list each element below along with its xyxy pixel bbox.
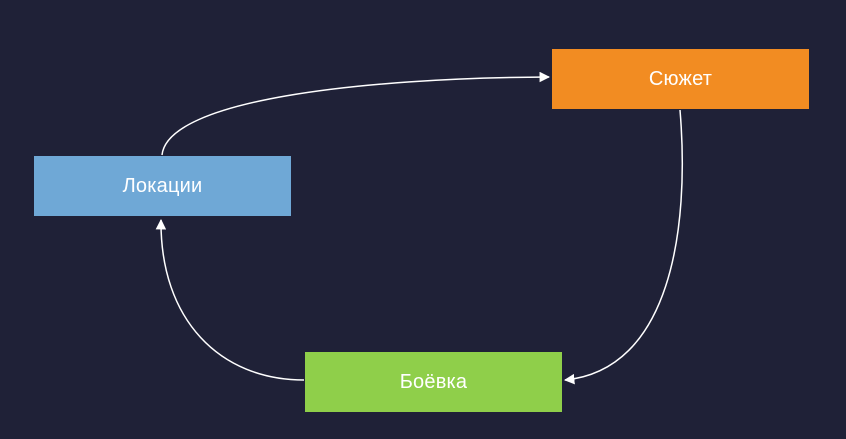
edge-combat-to-locations	[155, 218, 305, 381]
node-plot: Сюжет	[552, 49, 809, 109]
node-locations: Локации	[34, 156, 291, 216]
edge-locations-to-plot	[161, 71, 551, 156]
node-combat: Боёвка	[305, 352, 562, 412]
node-locations-label: Локации	[122, 174, 203, 197]
edge-plot-to-combat	[563, 109, 684, 385]
node-plot-label: Сюжет	[648, 67, 713, 90]
node-combat-label: Боёвка	[399, 370, 468, 393]
